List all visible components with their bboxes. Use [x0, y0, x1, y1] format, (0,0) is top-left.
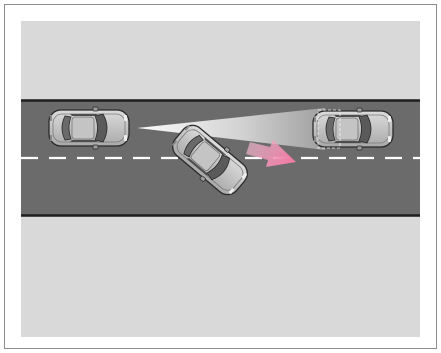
- car-front-right: [313, 108, 393, 150]
- car-rear-left: [49, 107, 129, 149]
